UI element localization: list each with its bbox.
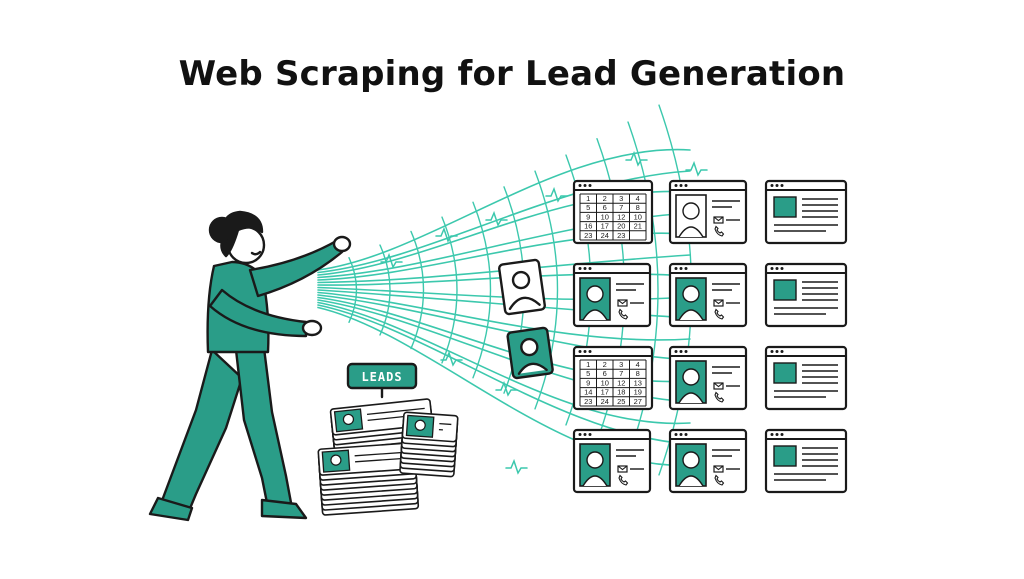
profile-card-icon bbox=[668, 262, 748, 328]
mail-icon bbox=[713, 216, 724, 224]
lead-card-pile bbox=[399, 411, 459, 478]
mail-icon bbox=[713, 299, 724, 307]
calendar-cell: 17 bbox=[601, 388, 609, 397]
calendar-cell: 24 bbox=[601, 231, 609, 240]
calendar-cell: 12 bbox=[617, 378, 625, 387]
calendar-cell: 16 bbox=[584, 222, 592, 231]
calendar-cell: 14 bbox=[584, 388, 592, 397]
phone-icon bbox=[714, 225, 725, 237]
phone-icon bbox=[714, 308, 725, 320]
calendar-cell: 5 bbox=[586, 203, 590, 212]
calendar-cell: 1 bbox=[586, 360, 590, 369]
calendar-cell: 9 bbox=[586, 378, 590, 387]
article-card-icon bbox=[764, 428, 848, 494]
calendar-cell: 5 bbox=[586, 369, 590, 378]
calendar-cell: 9 bbox=[586, 212, 590, 221]
calendar-cell: 23 bbox=[584, 231, 592, 240]
leads-label: LEADS bbox=[361, 370, 402, 384]
calendar-cell: 4 bbox=[636, 360, 640, 369]
calendar-cell: 10 bbox=[634, 212, 642, 221]
calendar-cell: 6 bbox=[603, 203, 607, 212]
phone-icon bbox=[714, 391, 725, 403]
profile-card-icon bbox=[668, 428, 748, 494]
calendar-cell: 10 bbox=[601, 212, 609, 221]
calendar-cell: 10 bbox=[601, 378, 609, 387]
calendar-cell: 4 bbox=[636, 194, 640, 203]
calendar-cell: 8 bbox=[636, 203, 640, 212]
floating-profile-card-upper bbox=[498, 258, 546, 316]
calendar-cell: 24 bbox=[601, 397, 609, 406]
calendar-cell: 3 bbox=[619, 194, 623, 203]
calendar-cell: 21 bbox=[634, 222, 642, 231]
calendar-cell: 7 bbox=[619, 203, 623, 212]
mail-icon bbox=[617, 465, 628, 473]
calendar-cell: 6 bbox=[603, 369, 607, 378]
phone-icon bbox=[618, 308, 629, 320]
article-card-icon bbox=[764, 179, 848, 245]
calendar-cell: 12 bbox=[617, 212, 625, 221]
calendar-cell: 13 bbox=[634, 378, 642, 387]
leads-stack-icon: LEADS bbox=[317, 362, 459, 516]
calendar-cell: 20 bbox=[617, 222, 625, 231]
floating-profile-card-lower bbox=[506, 326, 554, 380]
calendar-cell: 2 bbox=[603, 194, 607, 203]
phone-icon bbox=[714, 474, 725, 486]
calendar-cell: 8 bbox=[636, 369, 640, 378]
calendar-cell: 3 bbox=[619, 360, 623, 369]
calendar-cell: 1 bbox=[586, 194, 590, 203]
calendar-cell: 23 bbox=[584, 397, 592, 406]
mail-icon bbox=[713, 465, 724, 473]
calendar-cell: 17 bbox=[601, 222, 609, 231]
calendar-cell: 27 bbox=[634, 397, 642, 406]
article-card-icon bbox=[764, 345, 848, 411]
calendar-cell: 19 bbox=[634, 388, 642, 397]
calendar-cell: 25 bbox=[617, 397, 625, 406]
woman-figure-icon bbox=[148, 210, 352, 522]
calendar-cell: 18 bbox=[617, 388, 625, 397]
profile-card-icon bbox=[668, 179, 748, 245]
profile-card-icon bbox=[668, 345, 748, 411]
profile-card-icon bbox=[572, 428, 652, 494]
calendar-cell: 2 bbox=[603, 360, 607, 369]
article-card-icon bbox=[764, 262, 848, 328]
calendar-cell: 7 bbox=[619, 369, 623, 378]
phone-icon bbox=[618, 474, 629, 486]
profile-card-icon bbox=[572, 262, 652, 328]
mail-icon bbox=[713, 382, 724, 390]
page-title: Web Scraping for Lead Generation bbox=[178, 54, 846, 94]
mail-icon bbox=[617, 299, 628, 307]
calendar-cell: 23 bbox=[617, 231, 625, 240]
